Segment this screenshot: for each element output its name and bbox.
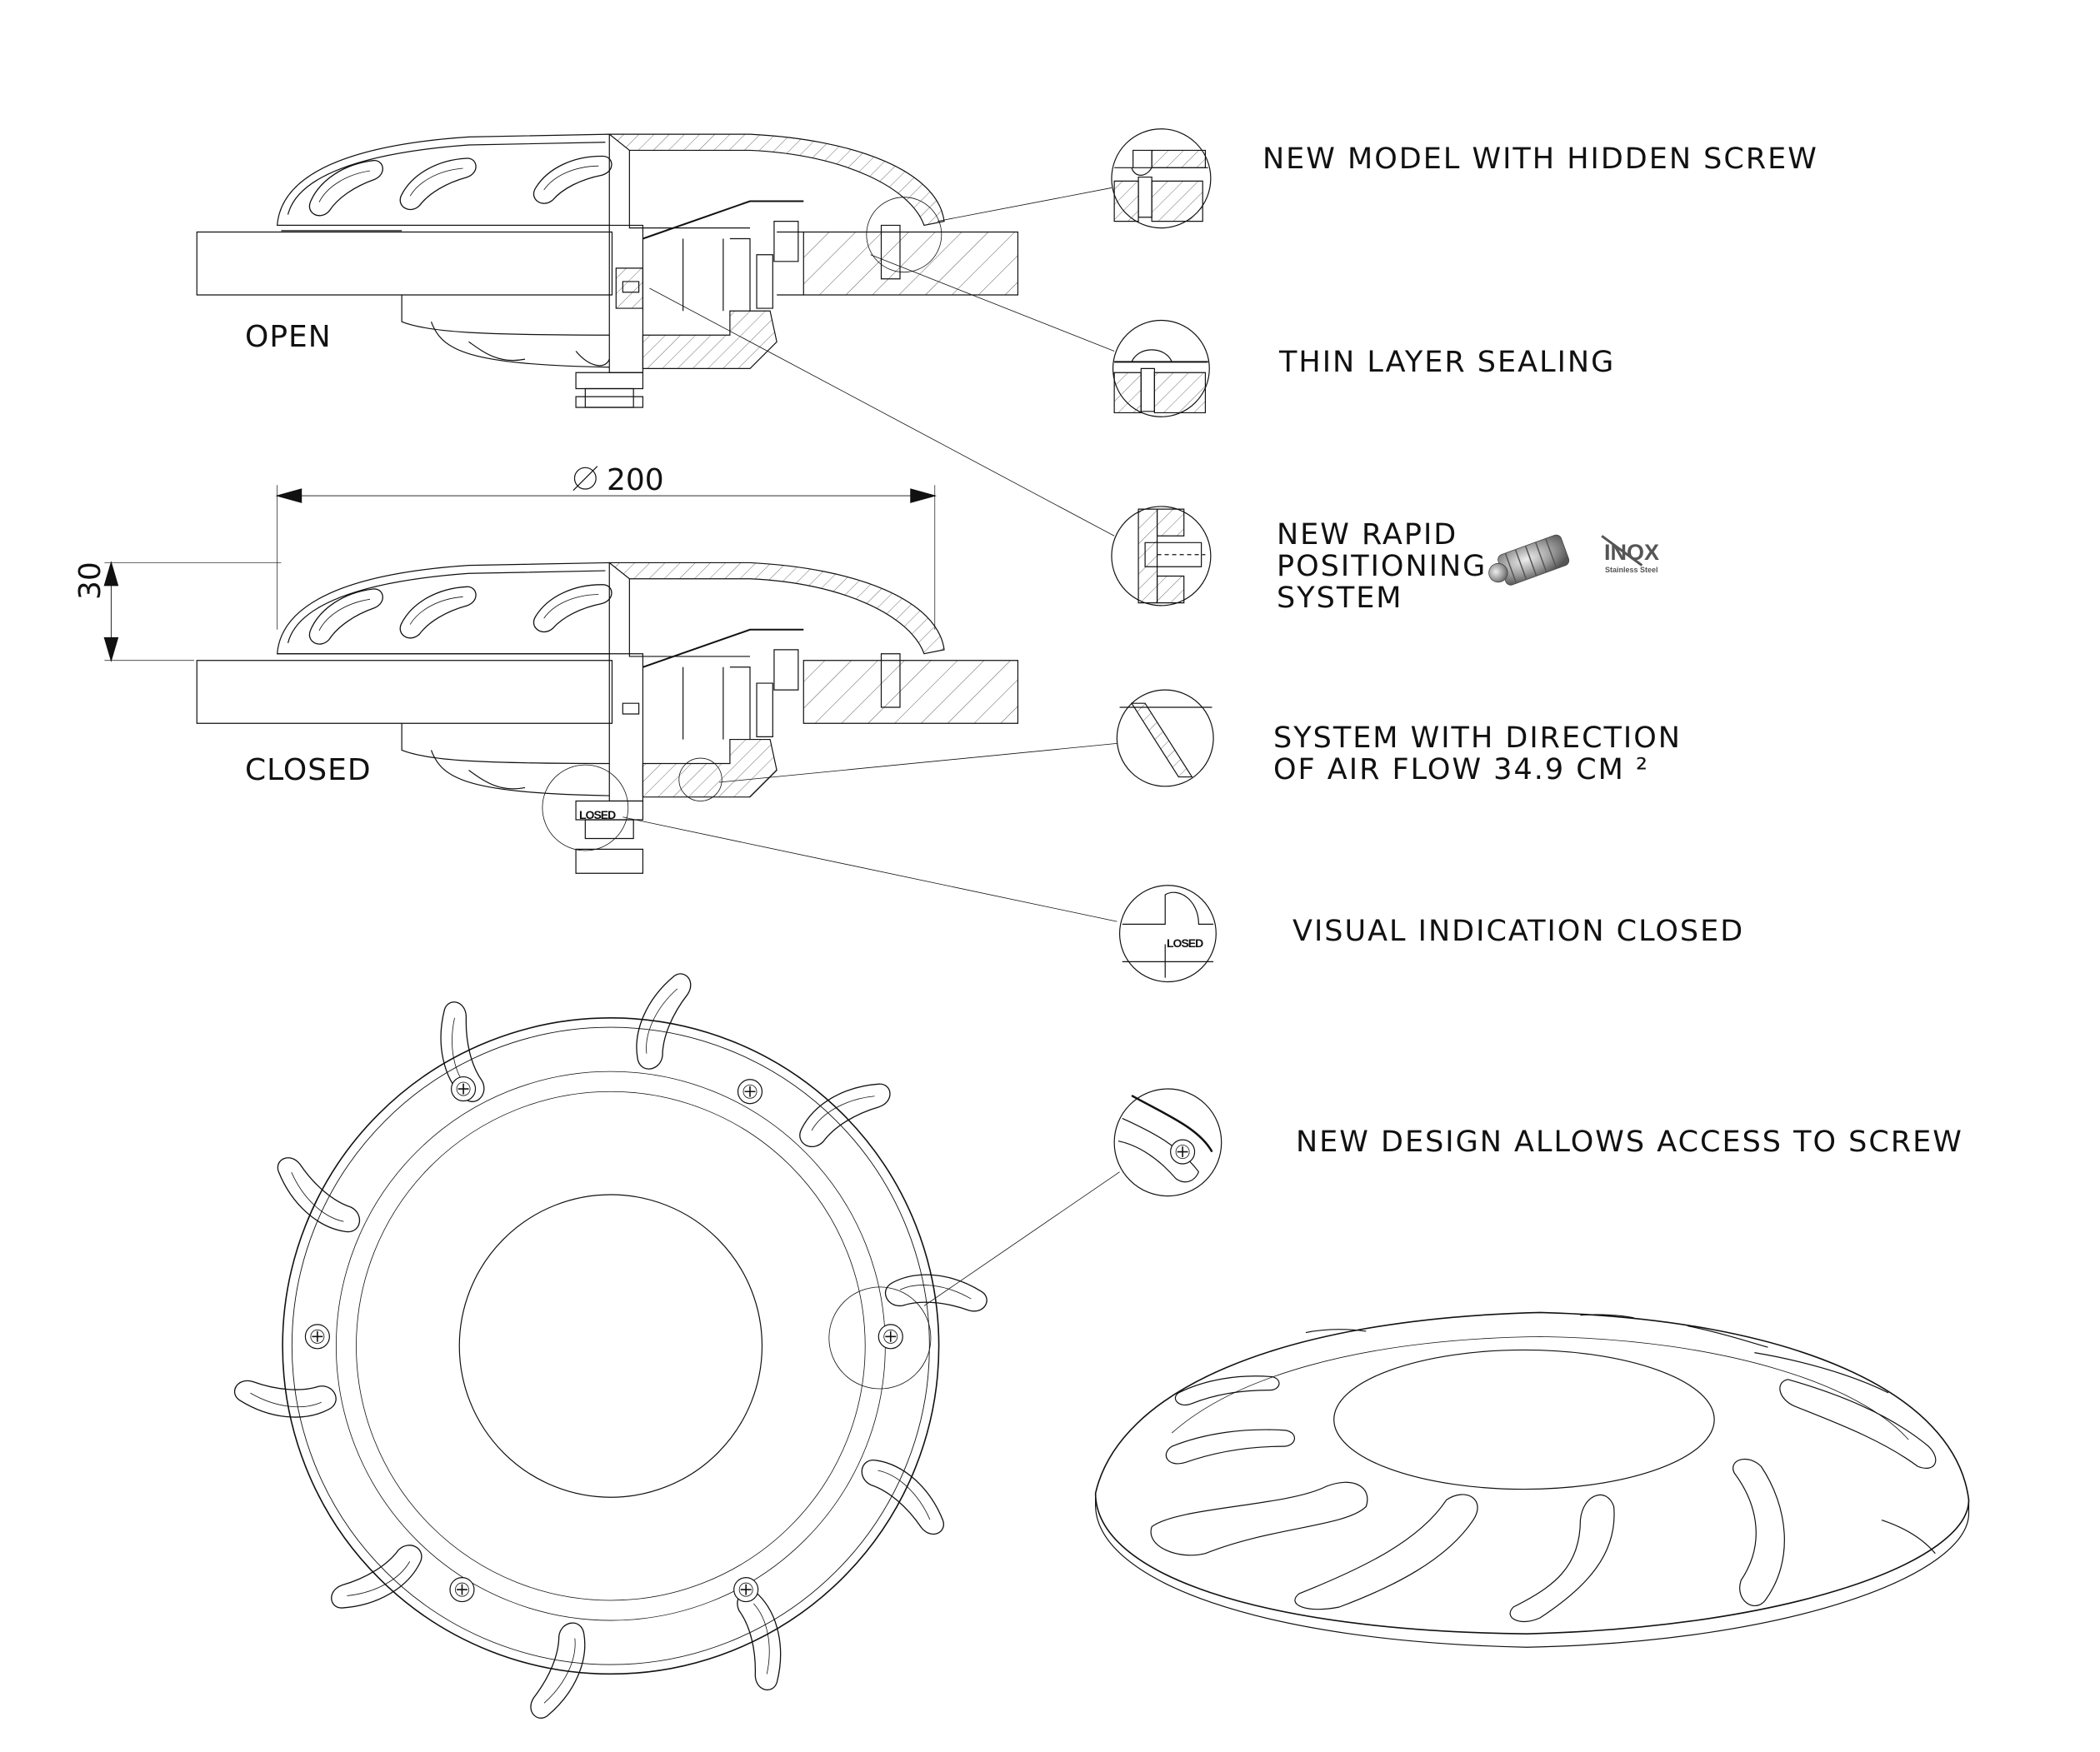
top-view <box>229 968 992 1724</box>
top-view-slots <box>229 968 992 1724</box>
closed-indicator-detail-mark: LOSED <box>1167 936 1203 950</box>
detail-screw-access <box>1114 1089 1222 1196</box>
closed-section-view <box>104 467 1018 874</box>
isometric-view <box>1096 1312 1969 1647</box>
detail-rapid-positioning <box>1112 507 1211 606</box>
isometric-slots <box>1151 1315 1936 1621</box>
detail-air-flow <box>1117 690 1213 786</box>
callout-thin-layer-sealing: THIN LAYER SEALING <box>1279 346 1616 379</box>
top-view-screws <box>304 1076 904 1603</box>
open-section-view <box>197 134 1018 407</box>
detail-hidden-screw <box>1112 129 1211 228</box>
leader-lines <box>622 187 1119 1305</box>
closed-view-label: CLOSED <box>245 753 372 787</box>
callout-air-flow: SYSTEM WITH DIRECTION OF AIR FLOW 34.9 C… <box>1273 721 1682 786</box>
closed-indicator-mark: LOSED <box>579 808 616 821</box>
callout-visual-indication: VISUAL INDICATION CLOSED <box>1292 915 1745 948</box>
callout-screw-access: NEW DESIGN ALLOWS ACCESS TO SCREW <box>1296 1126 1963 1159</box>
detail-thin-layer-sealing <box>1113 321 1210 417</box>
inox-screw-image <box>1484 533 1571 591</box>
height-dimension: 30 <box>73 562 108 600</box>
callout-rapid-positioning: NEW RAPID POSITIONING SYSTEM <box>1277 518 1488 615</box>
detail-visual-indication <box>1120 886 1217 982</box>
inox-badge-word: INOX <box>1604 540 1660 565</box>
open-view-label: OPEN <box>245 320 332 354</box>
diameter-dimension: 200 <box>607 463 664 497</box>
inox-badge-sub: Stainless Steel <box>1605 566 1658 574</box>
callout-hidden-screw: NEW MODEL WITH HIDDEN SCREW <box>1262 142 1818 176</box>
